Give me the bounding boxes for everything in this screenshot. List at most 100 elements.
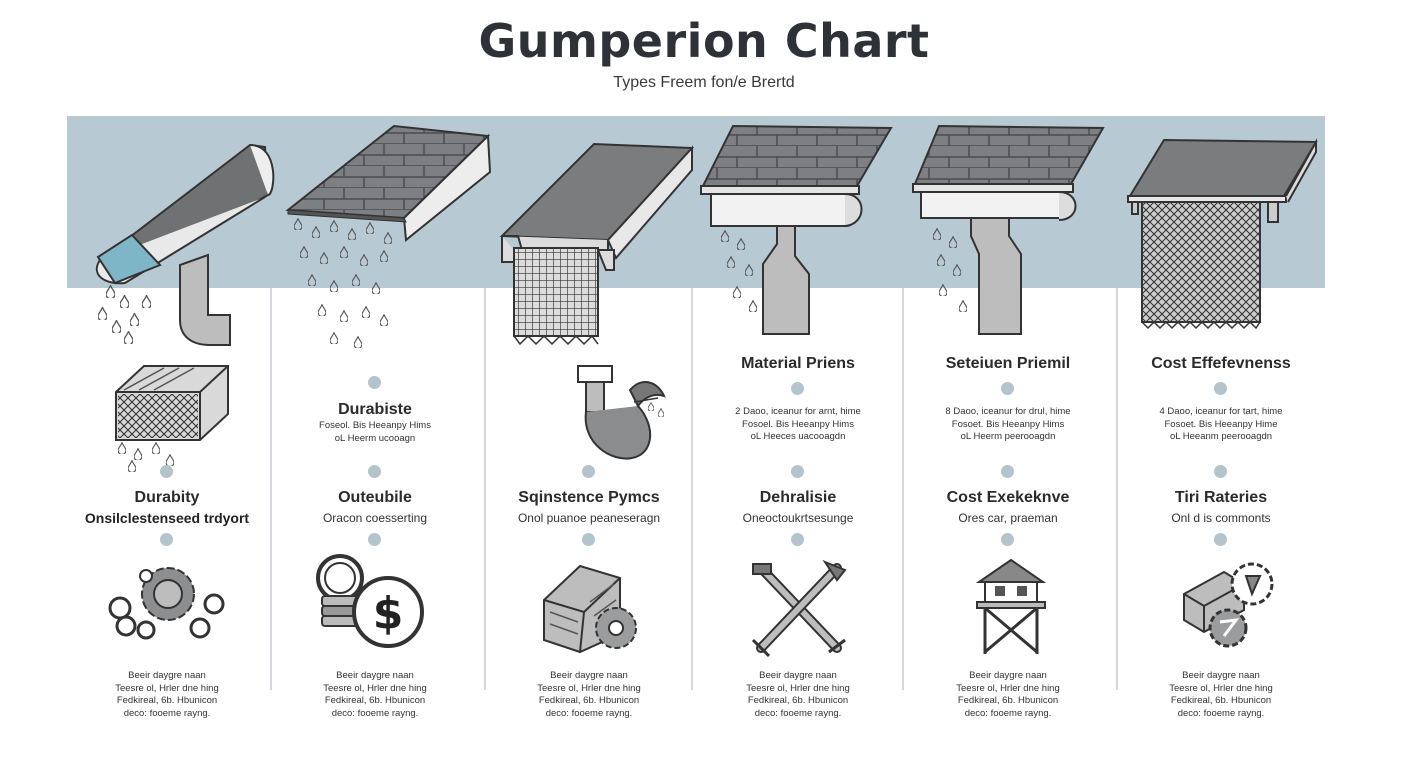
text-line: deco: fooeme rayng. <box>123 707 211 719</box>
column-3: Sqinstence Pymcs Onol puanoe peaneseragn… <box>484 0 695 768</box>
section1-heading: Seteiuen Priemil <box>945 355 1071 372</box>
text-line: Foseol. Bis Heeanpy Hims <box>319 420 431 431</box>
text-line: Fosoel. Bis Heeanpy Hims <box>742 418 854 430</box>
text-line: Fedkireal, 6b. Hbunicon <box>957 695 1059 706</box>
section2-subtitle: Onl d is commonts <box>1171 511 1271 525</box>
chart-subtitle: Types Freem fon/e Brertd <box>613 74 795 91</box>
column-divider <box>1116 288 1118 690</box>
illustration-band <box>67 116 1325 288</box>
section1-text: Foseol. Bis Heeanpy Hims oL Heerm ucooag… <box>270 420 480 445</box>
section3-text: Beeir daygre naan Teesre ol, Hrler dne h… <box>1116 670 1326 720</box>
text-line: deco: fooeme rayng. <box>1177 707 1265 719</box>
section2-subtitle: Oracon coesserting <box>322 511 428 525</box>
text-line: Beeir daygre naan <box>550 670 628 681</box>
text-line: Teesre ol, Hrler dne hing <box>956 682 1060 694</box>
section-dot <box>1001 533 1014 546</box>
house-stand-icon <box>975 558 1047 654</box>
column-1: Durabity Onsilclestenseed trdyort Beeir … <box>62 0 275 768</box>
text-line: Beeir daygre naan <box>759 670 837 681</box>
gutter-downspout-icon <box>912 124 1105 335</box>
k-style-gutter-downspout-icon <box>700 124 893 335</box>
section-dot <box>1001 465 1014 478</box>
section-dot <box>1214 533 1227 546</box>
text-line: deco: fooeme rayng. <box>964 707 1052 719</box>
chart-title: Gumperion Chart <box>478 14 930 68</box>
section1-text: 2 Daoo, iceanur for arnt, hime Fosoel. B… <box>693 406 903 444</box>
text-line: Beeir daygre naan <box>336 670 414 681</box>
section2-heading: Sqinstence Pymcs <box>518 489 660 506</box>
gear-chain-icon <box>108 567 225 640</box>
section-dot <box>368 376 381 389</box>
section1-heading: Durabiste <box>338 401 412 418</box>
text-line: deco: fooeme rayng. <box>545 707 633 719</box>
section2-subtitle: Onol puanoe peaneseragn <box>517 511 661 525</box>
text-line: Fedkireal, 6b. Hbunicon <box>747 695 849 706</box>
text-line: Fosoet. Bis Heeanpy Hims <box>951 418 1065 430</box>
section1-heading: Material Priens <box>741 355 855 372</box>
text-line: Beeir daygre naan <box>128 670 206 681</box>
text-line: deco: fooeme rayng. <box>754 707 842 719</box>
text-line: Fedkireal, 6b. Hbunicon <box>116 695 218 706</box>
downspout-pipe-icon <box>577 365 666 460</box>
text-line: deco: fooeme rayng. <box>331 707 419 719</box>
column-4: Material Priens 2 Daoo, iceanur for arnt… <box>693 0 903 768</box>
text-line: Fedkireal, 6b. Hbunicon <box>538 695 640 706</box>
section-dot <box>791 533 804 546</box>
section1-heading: Cost Effefevnenss <box>1151 355 1291 372</box>
section2-subtitle: Onsilclestenseed trdyort <box>84 510 250 526</box>
text-line: Teesre ol, Hrler dne hing <box>115 682 219 694</box>
column-5: Seteiuen Priemil 8 Daoo, iceanur for dru… <box>903 0 1113 768</box>
coin-dollar-icon: $ <box>316 554 424 648</box>
section3-text: Beeir daygre naan Teesre ol, Hrler dne h… <box>62 670 272 720</box>
section-dot <box>160 533 173 546</box>
column-divider <box>270 288 272 690</box>
section-dot <box>791 465 804 478</box>
text-line: 8 Daoo, iceanur for drul, hime <box>945 406 1071 417</box>
shingle-roof-rain-icon <box>285 124 492 348</box>
crossed-tools-icon <box>751 559 847 658</box>
section-dot <box>791 382 804 395</box>
section2-heading: Outeubile <box>338 489 412 506</box>
half-round-gutter-icon <box>95 143 275 346</box>
section-dot <box>582 533 595 546</box>
text-line: Teesre ol, Hrler dne hing <box>323 682 427 694</box>
text-line: Beeir daygre naan <box>969 670 1047 681</box>
section3-text: Beeir daygre naan Teesre ol, Hrler dne h… <box>693 670 903 720</box>
box-gear-icon <box>1183 562 1274 648</box>
section2-heading: Cost Exekeknve <box>946 489 1070 506</box>
text-line: oL Heerm peerooagdn <box>960 431 1056 442</box>
text-line: Teesre ol, Hrler dne hing <box>537 682 641 694</box>
section-dot <box>1001 382 1014 395</box>
svg-text:$: $ <box>373 588 404 639</box>
section2-subtitle: Oneoctoukrtsesunge <box>742 511 854 525</box>
text-line: oL Heeanm peerooagdn <box>1169 431 1273 442</box>
section1-text: 4 Daoo, iceanur for tart, hime Fosoet. B… <box>1116 406 1326 444</box>
column-divider <box>902 288 904 690</box>
gutter-cross-section-icon <box>115 365 229 472</box>
column-divider <box>691 288 693 690</box>
section-dot <box>1214 465 1227 478</box>
text-line: Teesre ol, Hrler dne hing <box>1169 682 1273 694</box>
section2-heading: Dehralisie <box>759 489 837 506</box>
section-dot <box>160 465 173 478</box>
text-line: 4 Daoo, iceanur for tart, hime <box>1159 406 1283 417</box>
section3-text: Beeir daygre naan Teesre ol, Hrler dne h… <box>903 670 1113 720</box>
mesh-screen-guard-icon <box>1127 138 1318 330</box>
wood-gear-icon <box>543 564 637 654</box>
mesh-gutter-guard-icon <box>499 142 695 346</box>
text-line: Fedkireal, 6b. Hbunicon <box>1170 695 1272 706</box>
section-dot <box>582 465 595 478</box>
text-line: Beeir daygre naan <box>1182 670 1260 681</box>
column-2: Durabiste Foseol. Bis Heeanpy Hims oL He… <box>270 0 492 768</box>
section2-heading: Tiri Rateries <box>1174 489 1268 506</box>
section-dot <box>368 465 381 478</box>
text-line: 2 Daoo, iceanur for arnt, hime <box>735 406 861 417</box>
section-dot <box>368 533 381 546</box>
text-line: Fedkireal, 6b. Hbunicon <box>324 695 426 706</box>
section1-text: 8 Daoo, iceanur for drul, hime Fosoet. B… <box>903 406 1113 444</box>
text-line: oL Heeces uacooagdn <box>750 431 846 442</box>
section2-heading: Durabity <box>134 489 200 506</box>
text-line: Fosoet. Bis Heeanpy Hime <box>1164 418 1278 430</box>
column-divider <box>484 288 486 690</box>
section3-text: Beeir daygre naan Teesre ol, Hrler dne h… <box>484 670 694 720</box>
